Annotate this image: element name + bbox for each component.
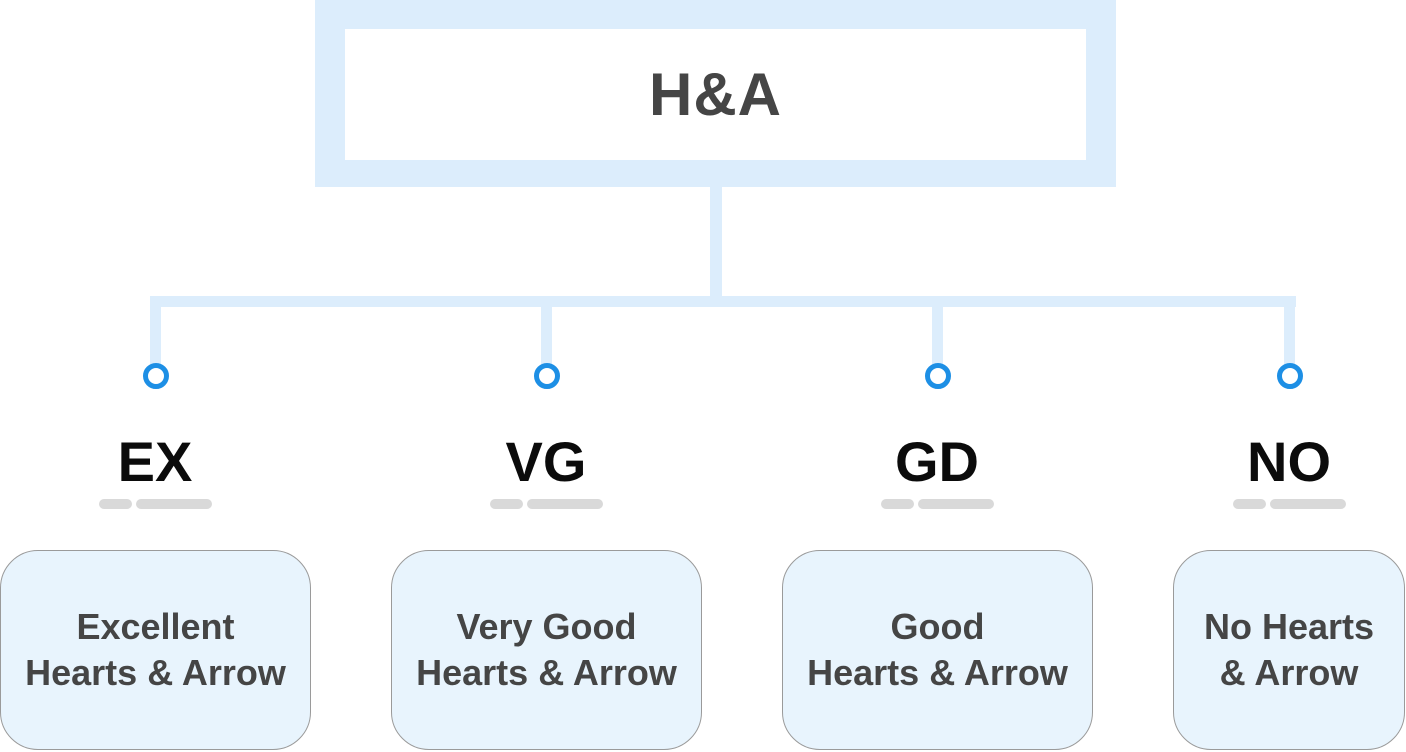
grade-description: No Hearts & Arrow — [1204, 604, 1374, 696]
code-underline-short — [490, 499, 523, 509]
grade-box-gd: Good Hearts & Arrow — [782, 550, 1093, 750]
code-underline-short — [1233, 499, 1266, 509]
grade-code-vg: VG — [505, 430, 587, 493]
grade-description: Excellent Hearts & Arrow — [25, 604, 286, 696]
grade-description: Good Hearts & Arrow — [807, 604, 1068, 696]
grade-description-line1: No Hearts — [1203, 606, 1375, 647]
branch-connector-ex — [150, 296, 161, 366]
grade-description-line2: Hearts & Arrow — [25, 652, 286, 693]
trunk-connector — [710, 187, 722, 299]
node-dot-ex — [143, 363, 169, 389]
grade-code-no: NO — [1247, 430, 1331, 493]
code-underline-long — [136, 499, 212, 509]
grade-description-line1: Very Good — [456, 606, 637, 647]
branch-connector-vg — [541, 296, 552, 366]
grade-box-ex: Excellent Hearts & Arrow — [0, 550, 311, 750]
code-underline-long — [527, 499, 603, 509]
grade-description-line1: Excellent — [76, 606, 235, 647]
horizontal-connector — [150, 296, 1296, 307]
code-underline-long — [918, 499, 994, 509]
grade-code-gd: GD — [895, 430, 979, 493]
root-node: H&A — [345, 29, 1086, 160]
code-underline-short — [99, 499, 132, 509]
grade-description-line2: Hearts & Arrow — [807, 652, 1068, 693]
grade-code-ex: EX — [117, 430, 193, 493]
node-dot-vg — [534, 363, 560, 389]
grade-box-no: No Hearts & Arrow — [1173, 550, 1405, 750]
grade-description-line2: & Arrow — [1219, 652, 1359, 693]
grade-box-vg: Very Good Hearts & Arrow — [391, 550, 702, 750]
code-underline-long — [1270, 499, 1346, 509]
code-underline-short — [881, 499, 914, 509]
node-dot-no — [1277, 363, 1303, 389]
root-title: H&A — [649, 61, 782, 128]
branch-connector-gd — [932, 296, 943, 366]
grade-description: Very Good Hearts & Arrow — [416, 604, 677, 696]
node-dot-gd — [925, 363, 951, 389]
grade-description-line2: Hearts & Arrow — [416, 652, 677, 693]
grade-description-line1: Good — [890, 606, 985, 647]
branch-connector-no — [1284, 296, 1295, 366]
